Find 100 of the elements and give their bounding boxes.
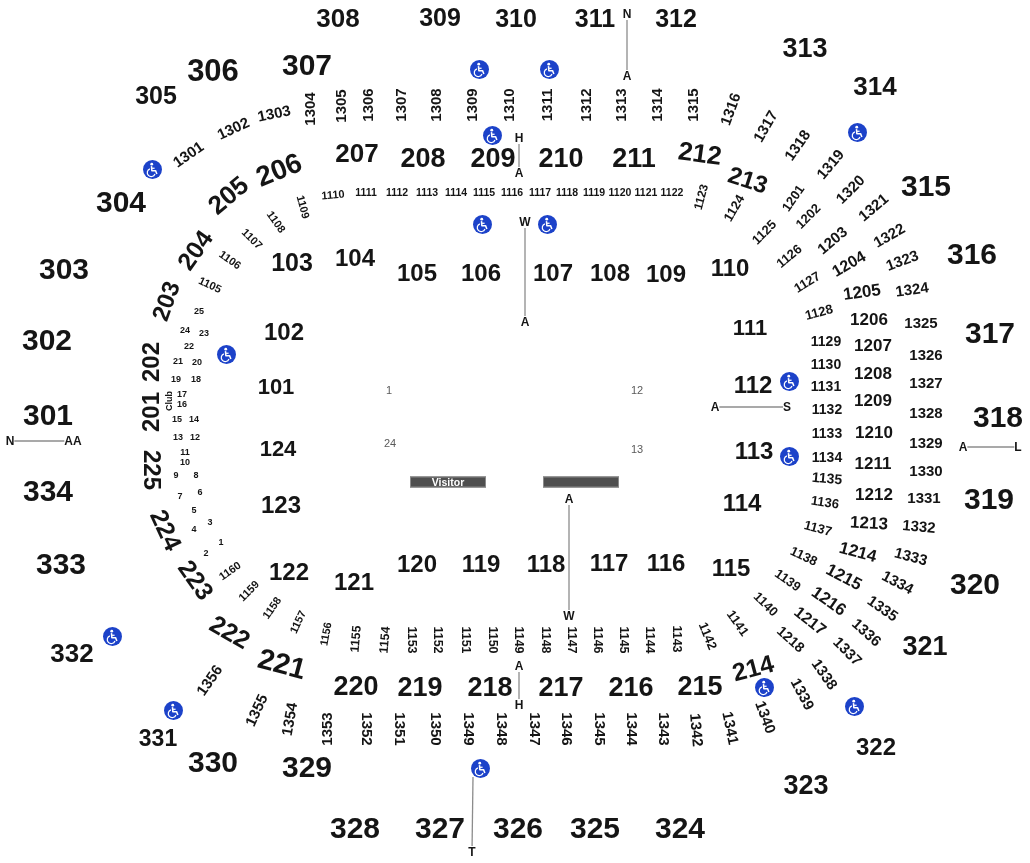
section-number: 1341 [720,710,742,746]
section-number: 1310 [500,88,516,122]
section-number: 1309 [463,88,479,122]
aisle-letter: N [5,435,15,447]
section-number: 105 [397,261,437,285]
section-number: 1137 [802,518,834,538]
section-number: 1348 [494,712,510,746]
bench-bar [543,476,619,488]
section-number: 1150 [486,626,500,654]
section-number: 1352 [359,712,375,746]
section-number: 1345 [592,712,608,746]
section-number: 1106 [217,248,243,272]
aisle-line [966,446,1015,448]
area-label: Club [164,391,174,411]
section-number: 1139 [772,566,804,594]
section-number: 1347 [527,712,543,746]
section-number: 1112 [385,186,409,198]
section-number: 325 [569,813,621,843]
section-number: 1116 [500,186,524,198]
section-number: 316 [946,239,998,269]
section-number: 311 [574,5,616,31]
section-number: 203 [147,278,185,324]
section-number: 1326 [909,346,943,362]
section-number: 330 [187,747,239,777]
section-number: 8 [193,470,199,480]
section-number: 1151 [459,626,473,654]
section-number: 1114 [444,186,468,198]
section-number: 1330 [909,462,943,478]
section-number: 114 [722,491,762,515]
aisle-line [524,227,526,317]
section-number: 1117 [528,186,552,198]
section-number: 210 [538,144,584,172]
aisle-letter: A [520,316,530,328]
section-number: 123 [261,493,301,517]
section-number: 1324 [894,279,930,299]
aisle-line [518,143,520,168]
section-number: 1212 [855,485,893,503]
section-number: 15 [172,414,182,424]
section-number: 112 [733,373,773,397]
section-number: 1328 [909,404,943,420]
section-number: 215 [677,672,723,700]
section-number: 218 [467,673,513,701]
aisle-letter: T [468,846,476,858]
court-number: 13 [630,443,644,455]
section-number: 1156 [318,621,334,647]
section-number: 119 [461,552,501,576]
section-number: 214 [729,650,777,686]
section-number: 111 [732,317,768,339]
section-number: 317 [964,318,1016,348]
section-number: 1152 [431,626,445,654]
section-number: 1146 [591,626,605,654]
section-number: 1311 [538,88,554,122]
section-number: 318 [972,402,1024,432]
section-number: 107 [533,261,573,285]
section-number: 319 [963,484,1015,514]
section-number: 303 [38,254,90,284]
section-number: 1131 [810,379,842,393]
section-number: 1160 [217,559,243,583]
section-number: 108 [590,261,630,285]
section-number: 1132 [811,402,843,416]
section-number: 1135 [811,469,843,487]
aisle-letter: A [710,401,720,413]
section-number: 4 [191,524,197,534]
aisle-letter: H [514,132,524,144]
section-number: 124 [259,438,297,460]
section-number: 216 [608,673,654,701]
section-number: 1354 [278,701,300,737]
section-number: 1325 [904,314,938,330]
section-number: 1155 [348,624,364,654]
section-number: 1211 [854,454,892,472]
section-number: 1346 [559,712,575,746]
section-number: 1120 [608,186,632,198]
section-number: 1127 [791,269,823,295]
section-number: 334 [22,476,74,506]
section-number: 22 [184,341,194,351]
section-number: 222 [205,610,255,654]
section-number: 110 [710,256,750,280]
aisle-line [568,504,570,611]
section-number: 221 [254,643,310,685]
section-number: 1313 [612,88,628,122]
section-number: 1329 [909,434,943,450]
section-number: 1209 [854,391,892,409]
section-number: 1316 [717,90,743,128]
section-number: 18 [191,374,201,384]
section-number: 11 [180,447,190,457]
section-number: 208 [400,144,446,172]
section-number: 115 [711,556,751,580]
section-number: 313 [782,34,828,62]
section-number: 1 [218,537,224,547]
section-number: 101 [257,376,295,398]
section-number: 1302 [214,114,252,142]
section-number: 224 [145,505,187,555]
section-number: 1113 [415,186,439,198]
court-number: 1 [385,384,393,396]
section-number: 23 [199,328,209,338]
section-number: 17 [177,389,187,399]
section-number: 307 [281,50,333,80]
section-number: 332 [50,640,94,666]
section-number: 211 [612,144,656,172]
section-number: 1206 [850,310,888,328]
